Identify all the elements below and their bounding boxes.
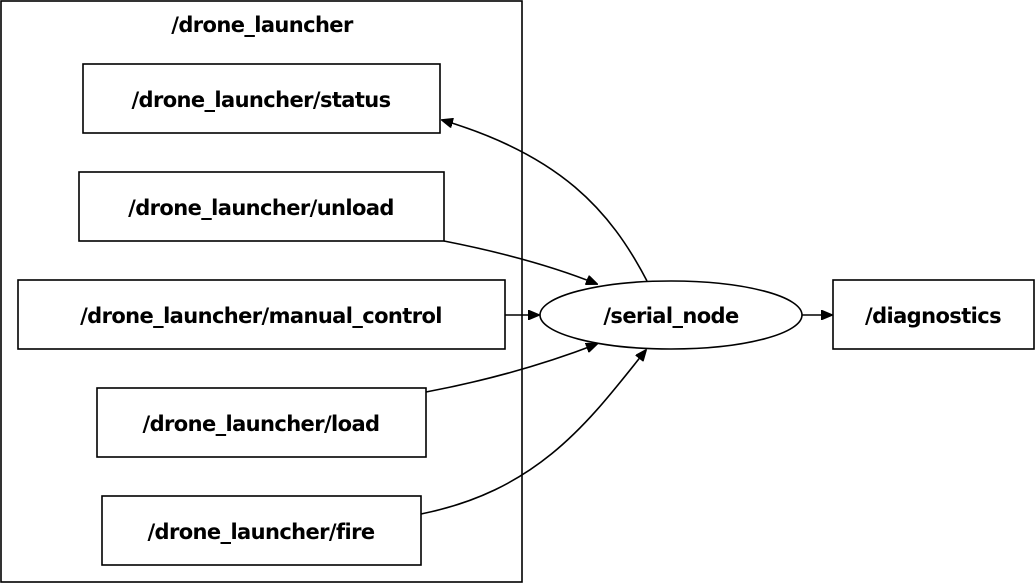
edge-load-to-serial — [425, 344, 597, 393]
topic-load-box[interactable] — [96, 387, 427, 458]
topic-status-label: /drone_launcher/status — [131, 88, 390, 112]
topic-fire-label: /drone_launcher/fire — [147, 520, 374, 544]
node-serial[interactable]: /serial_node — [539, 280, 803, 350]
topic-diagnostics-label: /diagnostics — [865, 304, 1001, 328]
topic-fire-box[interactable] — [101, 495, 422, 566]
edge-serial-to-status — [442, 120, 648, 282]
edge-fire-to-serial — [420, 350, 646, 515]
topic-diagnostics[interactable]: /diagnostics — [832, 279, 1035, 350]
topic-load-label: /drone_launcher/load — [143, 412, 380, 436]
topic-status-box[interactable] — [82, 63, 441, 134]
topic-status[interactable]: /drone_launcher/status — [82, 63, 441, 134]
topic-manual-control-label: /drone_launcher/manual_control — [80, 304, 442, 328]
cluster-title: /drone_launcher — [171, 13, 354, 37]
edge-unload-to-serial — [443, 240, 597, 284]
topic-manual-control-box[interactable] — [17, 279, 506, 350]
topic-manual-control[interactable]: /drone_launcher/manual_control — [17, 279, 506, 350]
node-serial-label: /serial_node — [603, 304, 739, 328]
topic-load[interactable]: /drone_launcher/load — [96, 387, 427, 458]
topic-fire[interactable]: /drone_launcher/fire — [101, 495, 422, 566]
topic-unload[interactable]: /drone_launcher/unload — [78, 171, 445, 242]
topic-diagnostics-box[interactable] — [832, 279, 1035, 350]
topic-unload-box[interactable] — [78, 171, 445, 242]
topic-unload-label: /drone_launcher/unload — [128, 196, 394, 220]
